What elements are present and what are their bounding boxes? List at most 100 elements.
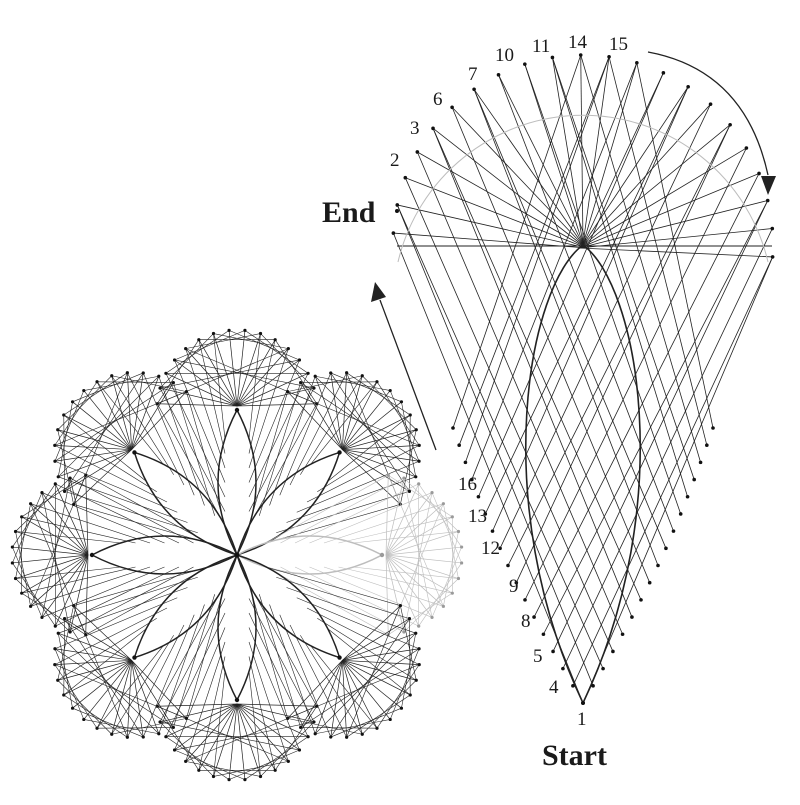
thread-line	[330, 372, 343, 450]
thread-line	[492, 86, 689, 532]
pin-dot	[10, 545, 14, 549]
thread-line	[306, 445, 420, 503]
thread-line	[416, 151, 623, 635]
thread-line	[403, 578, 459, 633]
thread-line	[111, 375, 174, 475]
petal-tip-dot	[234, 697, 240, 703]
thread-line	[352, 566, 459, 579]
pin-dot	[450, 591, 454, 595]
thread-line	[174, 359, 238, 407]
thread-line	[385, 492, 433, 556]
pin-dot	[431, 126, 435, 131]
thread-line	[287, 660, 343, 719]
pin-dot	[171, 380, 175, 385]
thread-line	[63, 660, 132, 696]
thread-line	[69, 477, 194, 544]
pin-dot	[345, 735, 349, 739]
pin-dot	[630, 615, 634, 619]
thread-line	[385, 554, 444, 607]
pin-dot	[417, 663, 421, 667]
thread-line	[258, 382, 301, 516]
thread-line	[432, 128, 587, 249]
thread-line	[385, 554, 433, 618]
thread-line	[58, 449, 132, 478]
flower-petal	[217, 553, 257, 702]
thread-line	[63, 618, 65, 695]
thread-line	[265, 504, 401, 544]
thread-line	[342, 449, 410, 492]
thread-line	[173, 594, 216, 728]
thread-line	[280, 566, 405, 633]
pin-dot	[157, 374, 161, 378]
thread-line	[330, 372, 410, 492]
thread-line	[236, 333, 261, 407]
thread-line	[385, 554, 389, 635]
thread-line	[97, 381, 174, 383]
pin-dot	[68, 630, 72, 634]
thread-line	[58, 587, 188, 634]
pin-dot	[470, 477, 474, 482]
pin-dot	[56, 475, 60, 479]
thread-line	[236, 372, 309, 407]
thread-line	[186, 391, 226, 527]
thread-line	[54, 390, 85, 462]
thread-line	[274, 339, 318, 404]
thread-line	[83, 390, 132, 450]
petal-tip-dot	[132, 655, 137, 660]
thread-line	[524, 63, 682, 515]
pin-dot	[72, 502, 76, 507]
thread-line	[127, 372, 185, 486]
thread-line	[451, 107, 651, 583]
pin-dot	[184, 716, 189, 720]
thread-line	[287, 391, 343, 450]
thread-line	[342, 605, 401, 661]
thread-line	[248, 612, 309, 737]
pin-dot	[414, 475, 418, 479]
thread-line	[342, 648, 420, 661]
thread-line	[342, 660, 347, 738]
thread-line	[274, 706, 318, 771]
thread-line	[296, 460, 420, 513]
thread-line	[63, 372, 128, 416]
thread-line	[265, 474, 389, 544]
pin-dot	[391, 231, 396, 235]
thread-line	[346, 605, 401, 738]
left-number: 13	[468, 506, 487, 527]
thread-line	[15, 531, 31, 607]
thread-line	[54, 664, 98, 729]
pin-dot	[656, 563, 660, 568]
thread-line	[338, 516, 453, 544]
pin-dot	[399, 706, 404, 710]
pin-dot	[698, 460, 703, 465]
thread-line	[385, 554, 405, 633]
thread-line	[64, 449, 132, 492]
pin-dot	[62, 489, 67, 493]
pin-dot	[386, 473, 390, 477]
flower-petal	[235, 535, 384, 575]
pin-dot	[407, 489, 412, 493]
pin-dot	[329, 735, 333, 739]
thread-line	[552, 57, 688, 497]
pin-dot	[611, 649, 615, 654]
thread-line	[157, 703, 238, 707]
thread-line	[403, 478, 433, 618]
thread-line	[30, 503, 89, 556]
pin-dot	[184, 347, 188, 351]
thread-line	[73, 605, 132, 661]
thread-line	[21, 516, 136, 544]
thread-line	[127, 624, 185, 738]
thread-line	[159, 387, 238, 407]
thread-line	[310, 645, 378, 729]
thread-line	[317, 618, 417, 681]
thread-line	[15, 578, 71, 633]
thread-line	[300, 635, 363, 735]
thread-line	[73, 449, 132, 505]
thread-line	[198, 339, 226, 454]
thread-line	[111, 375, 187, 392]
thread-line	[160, 721, 300, 751]
thread-line	[55, 483, 180, 544]
pin-dot	[29, 604, 33, 608]
pin-dot	[184, 390, 189, 394]
thread-line	[342, 372, 347, 450]
pin-dot	[639, 598, 643, 602]
